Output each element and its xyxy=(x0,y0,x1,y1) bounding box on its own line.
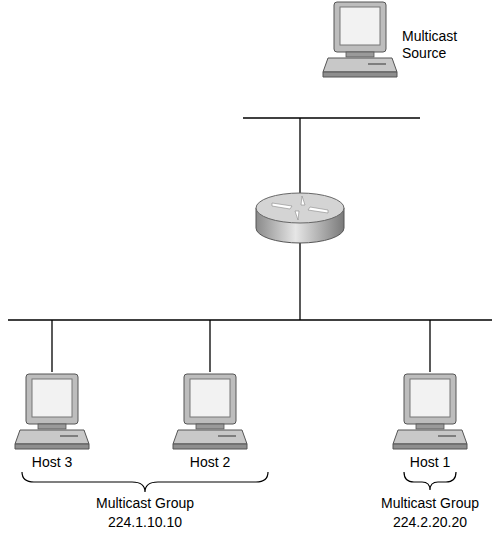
group-bracket xyxy=(404,472,456,490)
uplink-wire xyxy=(299,118,300,196)
computer-node: Host 3 xyxy=(14,372,90,472)
top-lan-segment xyxy=(243,117,420,118)
group-label: Multicast Group 224.1.10.10 xyxy=(85,494,205,532)
computer-node: Host 1 xyxy=(392,372,468,472)
computer-icon xyxy=(14,372,90,452)
host-drop-wire xyxy=(51,320,52,372)
node-label: Multicast Source xyxy=(402,28,474,62)
router-symbol xyxy=(256,193,344,243)
node-label: Host 2 xyxy=(172,454,248,471)
computer-icon xyxy=(392,372,468,452)
computer-icon xyxy=(322,0,398,80)
group-label: Multicast Group 224.2.20.20 xyxy=(370,494,490,532)
host-drop-wire xyxy=(429,320,430,372)
node-label: Host 1 xyxy=(392,454,468,471)
computer-icon xyxy=(172,372,248,452)
computer-node: Host 2 xyxy=(172,372,248,472)
group-bracket xyxy=(22,472,268,492)
node-label: Host 3 xyxy=(14,454,90,471)
downlink-wire xyxy=(299,242,300,320)
host-drop-wire xyxy=(209,320,210,372)
bottom-lan-segment xyxy=(8,319,492,320)
computer-node: Multicast Source xyxy=(322,0,492,82)
